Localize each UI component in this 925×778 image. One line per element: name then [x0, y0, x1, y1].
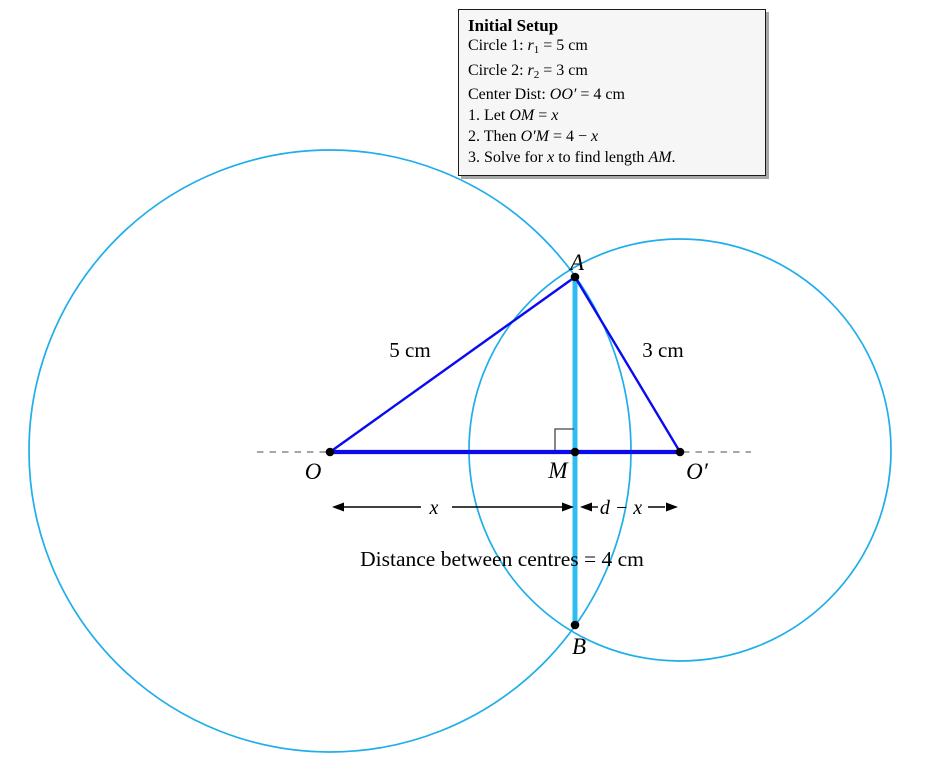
- label-dim-d-minus-x: d − x: [600, 497, 642, 519]
- right-angle-mark: [554, 428, 574, 450]
- segment-ao-prime: [573, 276, 682, 453]
- label-dim-x: x: [429, 497, 439, 519]
- label-point-o: O: [305, 459, 322, 484]
- label-point-a: A: [568, 250, 585, 275]
- label-point-o-prime: O′: [686, 459, 709, 484]
- point-o-dot: [325, 447, 335, 457]
- info-box-title: Initial Setup: [468, 16, 559, 35]
- point-a-dot: [570, 272, 580, 282]
- label-radius-5cm: 5 cm: [389, 338, 430, 362]
- point-m-dot: [570, 447, 580, 457]
- arrowhead-right-icon: [666, 502, 678, 512]
- label-point-b: B: [572, 634, 586, 659]
- info-box-line: Circle 1: r1 = 5 cm: [468, 37, 588, 56]
- info-box-line: Center Dist: OO′ = 4 cm: [468, 86, 625, 104]
- point-o-prime-dot: [675, 447, 685, 457]
- dimension-arrow-x: [332, 502, 574, 512]
- dimension-arrow-d-minus-x: [580, 502, 678, 512]
- point-b-dot: [570, 620, 580, 630]
- label-distance-note: Distance between centres = 4 cm: [360, 547, 644, 571]
- arrowhead-left-icon: [332, 502, 344, 512]
- info-box-line: 2. Then O′M = 4 − x: [468, 127, 599, 145]
- arrowhead-left-icon: [580, 502, 592, 512]
- info-box-line: 3. Solve for x to find length AM.: [468, 148, 676, 166]
- info-box-line: Circle 2: r2 = 3 cm: [468, 61, 588, 81]
- info-box-line: 1. Let OM = x: [468, 107, 559, 125]
- arrowhead-right-icon: [562, 502, 574, 512]
- label-point-m: M: [547, 458, 569, 483]
- segment-oa: [329, 276, 576, 453]
- label-radius-3cm: 3 cm: [642, 338, 683, 362]
- info-box-lines: Circle 1: r1 = 5 cm Circle 2: r2 = 3 cm Ce…: [468, 36, 756, 168]
